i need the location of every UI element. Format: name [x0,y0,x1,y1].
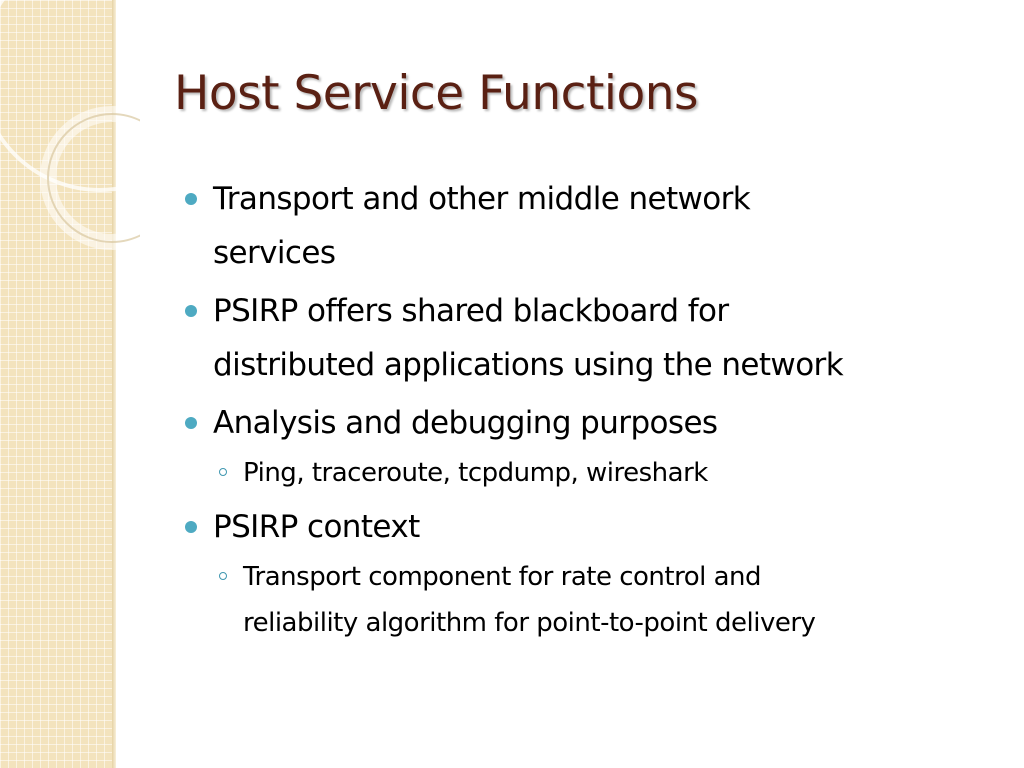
bullet-list: Transport and other middle network servi… [185,172,1010,646]
bullet-text-line: services [213,235,336,271]
decorative-circle-inner [47,113,140,243]
decorative-sidebar [0,0,112,768]
bullet-ring-icon [219,572,227,580]
bullet-text-line: reliability algorithm for point-to-point… [243,608,816,638]
bullet-text-line: PSIRP offers shared blackboard for [213,293,729,329]
bullet-text-line: Transport and other middle network [213,181,751,217]
bullet-dot-icon [185,193,197,205]
bullet-dot-icon [185,417,197,429]
bullet-dot-icon [185,305,197,317]
bullet-text-line: Analysis and debugging purposes [213,405,718,441]
bullet-dot-icon [185,521,197,533]
sub-bullet-item: Ping, traceroute, tcpdump, wireshark [185,450,1010,496]
sub-bullet-item: Transport component for rate control and… [185,554,1010,646]
decorative-circles-icon [0,0,140,250]
bullet-item: PSIRP offers shared blackboard for distr… [185,284,1010,392]
slide-title: Host Service Functions [174,66,699,121]
bullet-text-line: Ping, traceroute, tcpdump, wireshark [243,458,708,488]
bullet-text-line: PSIRP context [213,509,420,545]
bullet-item: Analysis and debugging purposes [185,396,1010,450]
decorative-circle-large [0,0,140,192]
bullet-item: Transport and other middle network servi… [185,172,1010,280]
bullet-text-line: distributed applications using the netwo… [213,347,844,383]
bullet-item: PSIRP context [185,500,1010,554]
bullet-ring-icon [219,468,227,476]
decorative-circle-outer [40,106,140,250]
sidebar-edge [112,0,116,768]
bullet-text-line: Transport component for rate control and [243,562,762,592]
